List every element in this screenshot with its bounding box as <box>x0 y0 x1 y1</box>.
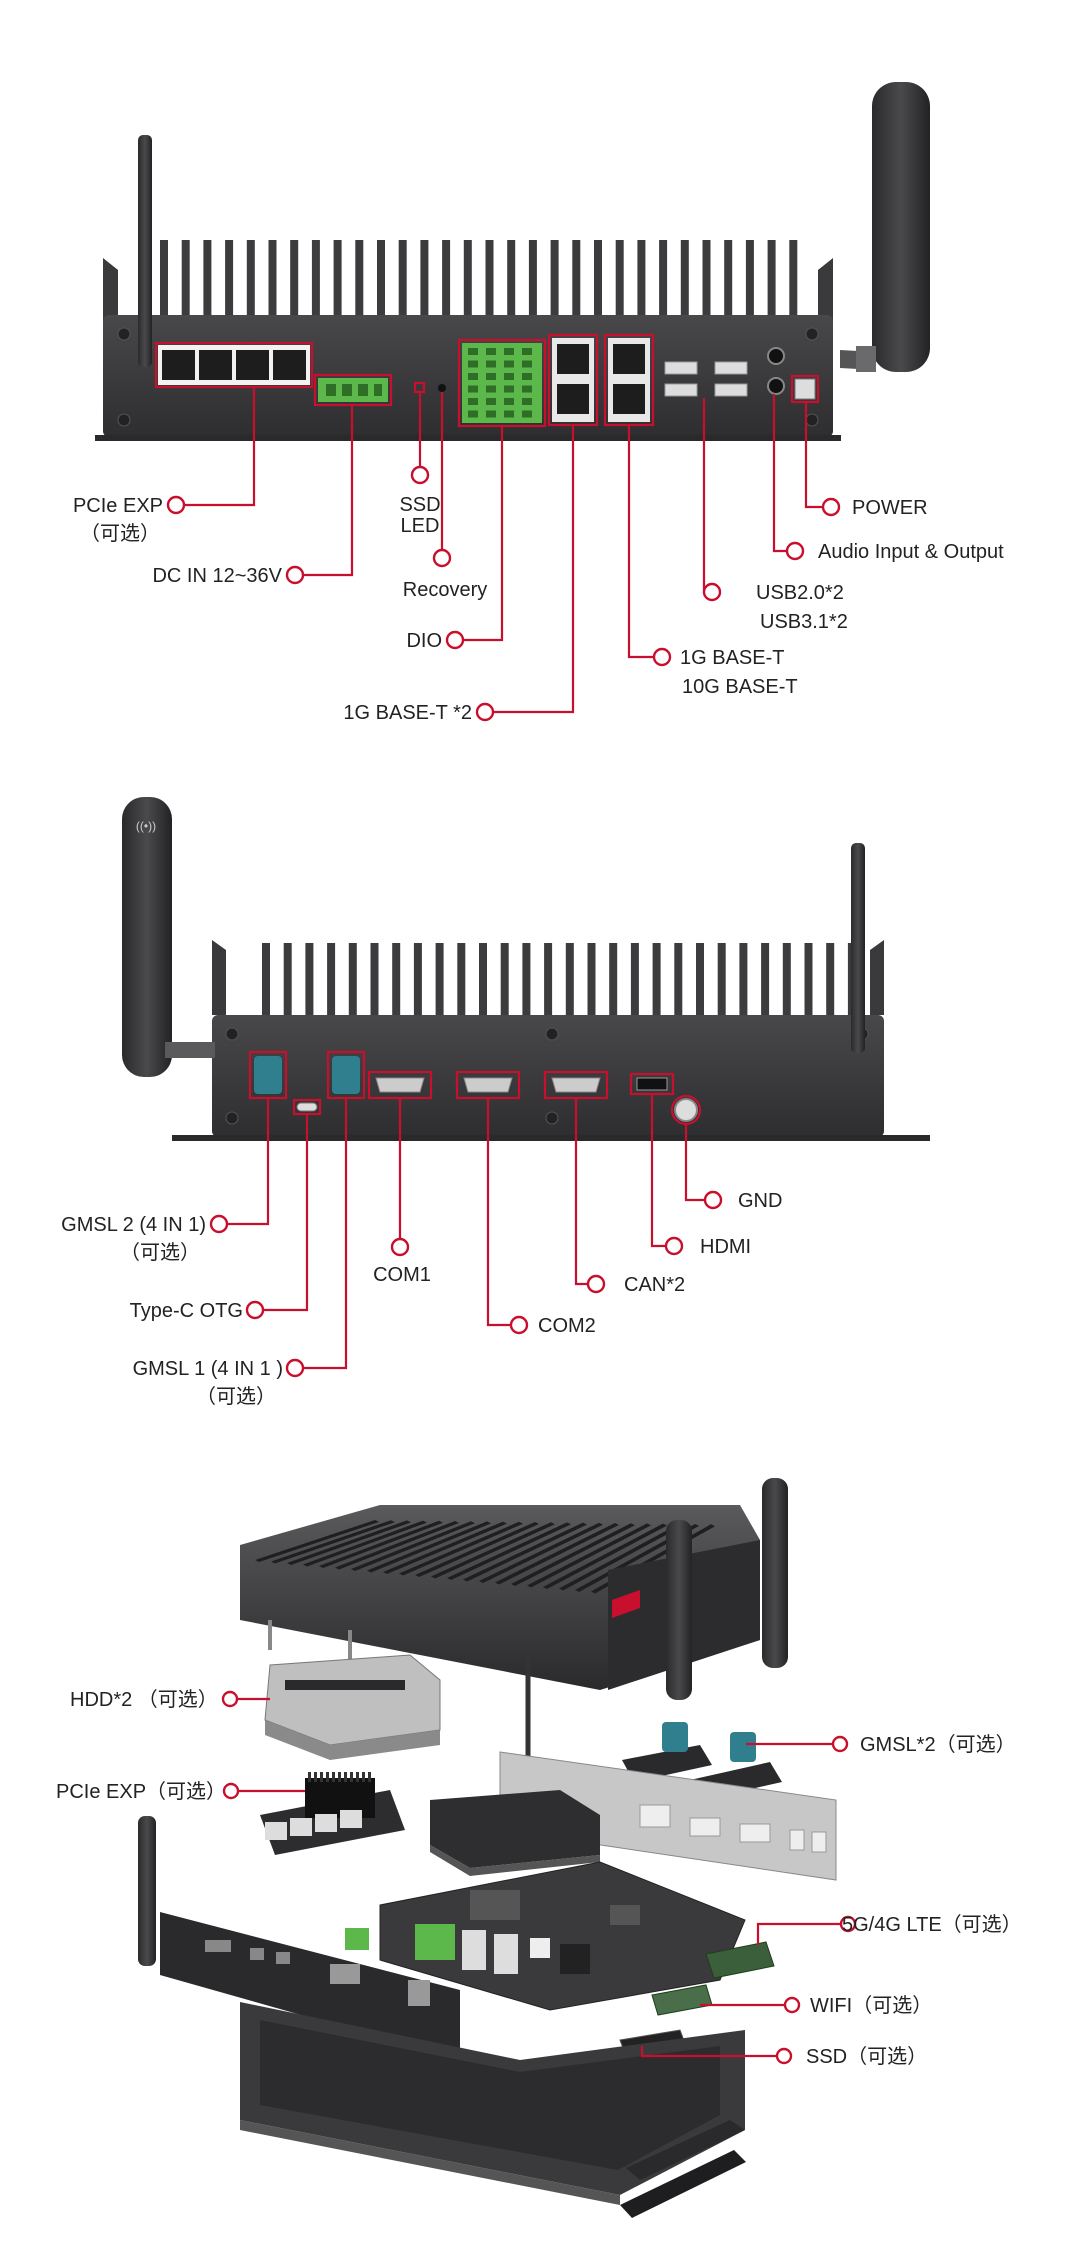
audio-jacks <box>767 347 785 395</box>
label-usb20: USB2.0*2 <box>756 582 844 604</box>
label-gmsl2-optional: （可选） <box>120 1241 200 1264</box>
io-plate <box>499 1751 837 1881</box>
power-button <box>790 374 820 404</box>
front-view: PCIe EXP （可选） DC IN 12~36V SSD LED Recov… <box>73 82 1004 724</box>
lan-1g-x2-ports <box>547 333 599 427</box>
cover-antenna-left <box>666 1520 692 1700</box>
label-1g-base-t-x2: 1G BASE-T *2 <box>343 702 472 724</box>
label-dio: DIO <box>406 630 442 652</box>
dio-terminal <box>457 338 547 428</box>
label-hdd: HDD*2 （可选） <box>70 1688 218 1711</box>
com1-port <box>367 1070 433 1100</box>
label-ssd-exploded: SSD（可选） <box>806 2045 927 2068</box>
rear-left-antenna: ((•)) <box>122 797 215 1077</box>
exploded-leader-dots <box>221 1690 857 2065</box>
label-dc-in: DC IN 12~36V <box>152 565 282 587</box>
front-panel <box>138 1816 460 2060</box>
label-can: CAN*2 <box>624 1274 685 1296</box>
rear-leader-lines <box>226 1094 706 1370</box>
front-left-antenna <box>138 135 152 367</box>
mainboard <box>345 1861 746 2011</box>
dc-in-terminal <box>313 373 393 407</box>
gmsl2-connector <box>248 1050 288 1100</box>
rear-leader-dots <box>209 1190 723 1378</box>
drive-module <box>430 1790 600 1876</box>
front-leader-lines <box>183 387 826 714</box>
exploded-leader-lines <box>237 1697 842 2058</box>
gmsl1-connector <box>326 1050 366 1100</box>
label-1g-base-t: 1G BASE-T <box>680 647 784 669</box>
label-gmsl2: GMSL 2 (4 IN 1) <box>61 1214 206 1236</box>
label-wifi: WIFI（可选） <box>810 1994 932 2017</box>
label-audio: Audio Input & Output <box>818 541 1004 563</box>
label-type-c-otg: Type-C OTG <box>130 1300 243 1322</box>
label-recovery: Recovery <box>403 579 487 601</box>
rear-chassis <box>212 1015 884 1137</box>
label-gnd: GND <box>738 1190 782 1212</box>
label-power: POWER <box>852 497 928 519</box>
label-pcie-exp: PCIe EXP <box>73 495 163 517</box>
can-port <box>543 1070 609 1100</box>
label-usb31: USB3.1*2 <box>760 611 848 633</box>
label-pcie-exp-exploded: PCIe EXP（可选） <box>56 1780 226 1803</box>
label-com2: COM2 <box>538 1315 596 1337</box>
lte-module <box>705 1941 775 1979</box>
lan-10g-ports <box>603 333 655 427</box>
front-right-antenna <box>840 82 930 372</box>
label-hdmi: HDMI <box>700 1236 751 1258</box>
usb-ports <box>664 361 748 397</box>
label-led: LED <box>401 515 440 537</box>
bottom-chassis <box>240 2002 745 2205</box>
mounting-rail <box>620 2120 746 2218</box>
label-gmsl1: GMSL 1 (4 IN 1 ) <box>133 1358 283 1380</box>
label-gmsl1-optional: （可选） <box>196 1385 276 1408</box>
rear-heatsink-fins <box>262 943 856 1018</box>
heatsink-cover <box>240 1505 760 1690</box>
label-pcie-exp-optional: （可选） <box>80 522 160 545</box>
exploded-view: HDD*2 （可选） PCIe EXP（可选） GMSL*2（可选） 5G/4G… <box>56 1478 1022 2218</box>
label-com1: COM1 <box>373 1264 431 1286</box>
pcie-exp-rj45-ports <box>154 341 314 389</box>
rear-view: ((•)) <box>61 797 930 1408</box>
rear-right-antenna <box>851 843 865 1053</box>
pcie-exp-card <box>260 1772 405 1855</box>
front-heatsink-fins <box>160 240 798 318</box>
front-leader-dots <box>166 465 841 722</box>
cover-antenna-right <box>762 1478 788 1668</box>
hdd-tray <box>264 1654 441 1760</box>
label-gmsl: GMSL*2（可选） <box>860 1733 1016 1756</box>
label-ssd: SSD <box>399 494 440 516</box>
svg-text:((•)): ((•)) <box>136 819 156 833</box>
gnd-terminal <box>670 1094 702 1126</box>
recovery-button <box>438 384 446 392</box>
label-lte: 5G/4G LTE（可选） <box>842 1913 1022 1936</box>
label-10g-base-t: 10G BASE-T <box>682 676 798 698</box>
